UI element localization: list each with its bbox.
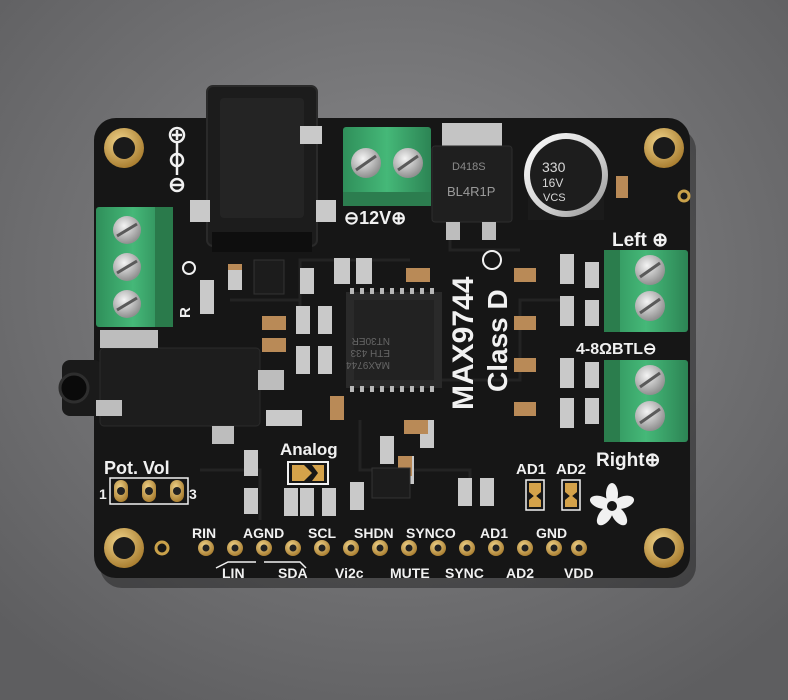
audio-jack: [58, 330, 284, 444]
power-label: ⊖12V⊕: [344, 208, 406, 228]
amplifier-ic: MAX9744 ETH 433 NT30ER: [346, 288, 442, 392]
pin-label-scl: SCL: [308, 525, 336, 541]
pin-label-agnd: AGND: [243, 525, 284, 541]
pot-pin-3-label: 3: [189, 486, 197, 502]
pin-label-shdn: SHDN: [354, 525, 394, 541]
capacitor-voltage: 16V: [542, 176, 563, 190]
ad1-jumper-label: AD1: [516, 461, 546, 478]
power-terminal-block: [343, 127, 431, 206]
adafruit-logo: [589, 483, 635, 526]
regulator-code-2: BL4R1P: [447, 184, 495, 199]
analog-jumper: [287, 461, 329, 485]
ad2-jumper-label: AD2: [556, 461, 586, 478]
pin-label-mute: MUTE: [390, 565, 430, 581]
r-label: R: [177, 307, 194, 318]
pin-label-lin: LIN: [222, 565, 245, 581]
pin-label-sda: SDA: [278, 565, 308, 581]
capacitor-value: 330: [542, 159, 566, 175]
pin-label-vi2c: Vi2c: [335, 565, 364, 581]
right-channel-label: Right⊕: [596, 450, 660, 471]
ic-marking-3: NT30ER: [352, 335, 390, 346]
mounting-holes: [104, 128, 684, 568]
electrolytic-capacitor: 330 16V VCS: [524, 133, 608, 220]
address-jumpers: [525, 479, 581, 511]
header-pins: [198, 540, 587, 556]
input-minus-icon: [182, 261, 196, 275]
pin-label-ad1: AD1: [480, 525, 508, 541]
chip-brand-label: MAX9744: [447, 276, 480, 410]
right-output-terminal: [604, 360, 688, 442]
input-terminal-block: [96, 207, 173, 327]
via-pad: [154, 540, 170, 556]
pot-vol-label: Pot. Vol: [104, 458, 170, 478]
pin-label-ad2: AD2: [506, 565, 534, 581]
pin-label-sync: SYNC: [445, 565, 484, 581]
pin-label-rin: RIN: [192, 525, 216, 541]
polarity-icon: [168, 126, 186, 193]
smd-components: [200, 176, 628, 516]
dc-barrel-jack: [190, 85, 336, 252]
ic-marking-2: ETH 433: [350, 347, 390, 358]
pin-label-synco: SYNCO: [406, 525, 456, 541]
left-channel-label: Left ⊕: [612, 230, 668, 251]
chip-subtitle-label: Class D: [482, 289, 513, 392]
copyright-icon: [482, 250, 502, 270]
pin-label-gnd: GND: [536, 525, 567, 541]
via-pad: [677, 189, 691, 203]
capacitor-series: VCS: [543, 192, 566, 204]
pot-pads: [109, 477, 189, 505]
speaker-impedance-label: 4-8ΩBTL⊖: [576, 341, 656, 358]
left-output-terminal: [604, 250, 688, 332]
pot-pin-1-label: 1: [99, 486, 107, 502]
ic-marking-1: MAX9744: [346, 359, 390, 370]
pin-label-vdd: VDD: [564, 565, 594, 581]
analog-label: Analog: [280, 440, 338, 459]
voltage-regulator: D418S BL4R1P: [431, 123, 513, 240]
regulator-code-1: D418S: [452, 161, 486, 173]
pin-label-underlines: [215, 561, 307, 569]
